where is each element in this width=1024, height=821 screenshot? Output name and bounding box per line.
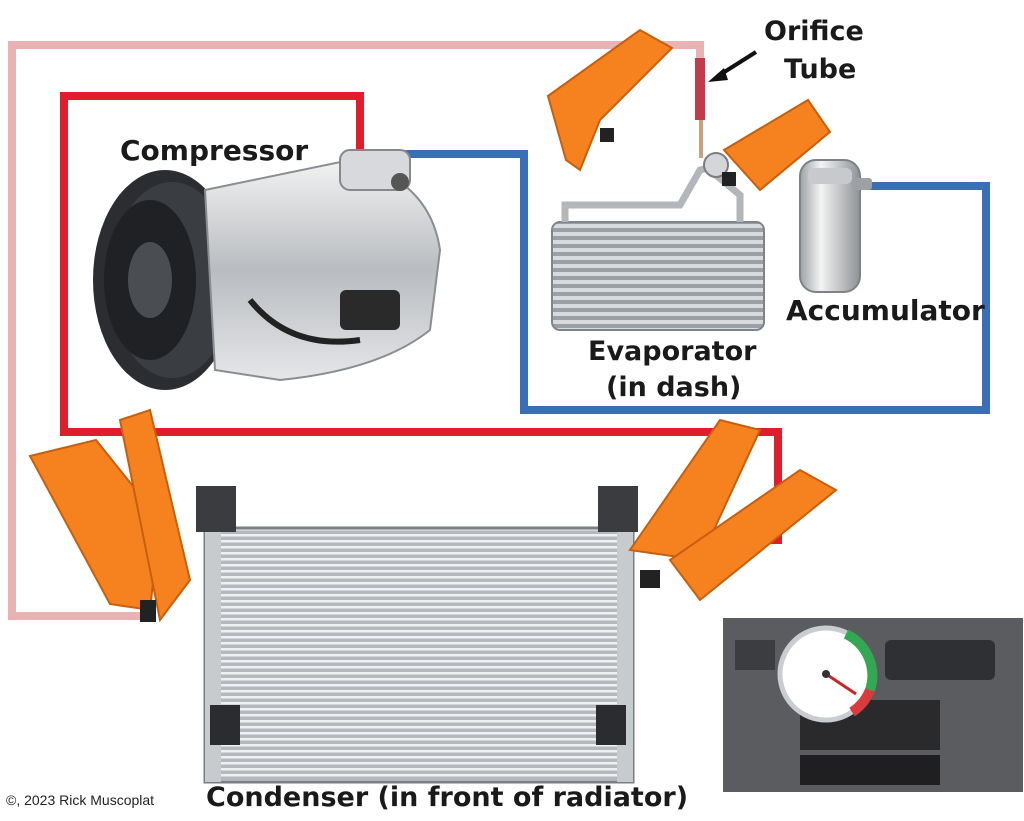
evaporator-label-line2: (in dash) bbox=[606, 372, 742, 403]
compressor-label: Compressor bbox=[120, 134, 309, 167]
accumulator-icon bbox=[799, 159, 872, 293]
clamp-tip-icon bbox=[140, 128, 736, 622]
orifice-tube-icon bbox=[695, 58, 705, 158]
condenser-label: Condenser (in front of radiator) bbox=[206, 782, 689, 813]
accumulator-label: Accumulator bbox=[786, 294, 985, 327]
compressor-icon bbox=[93, 149, 442, 390]
dashboard-photo bbox=[723, 618, 1023, 792]
copyright-notice: ©, 2023 Rick Muscoplat bbox=[6, 792, 155, 808]
clamp-icon bbox=[28, 28, 838, 623]
temperature-gauge-icon bbox=[777, 625, 878, 723]
high-pressure-line bbox=[60, 92, 782, 544]
orifice-tube-label-line2: Tube bbox=[784, 54, 857, 85]
liquid-line bbox=[8, 41, 704, 620]
evaporator-icon bbox=[551, 152, 765, 331]
arrow-icon bbox=[708, 50, 758, 82]
evaporator-label-line1: Evaporator bbox=[588, 336, 757, 367]
condenser-icon bbox=[196, 486, 638, 784]
orifice-tube-label-line1: Orifice bbox=[764, 16, 864, 47]
